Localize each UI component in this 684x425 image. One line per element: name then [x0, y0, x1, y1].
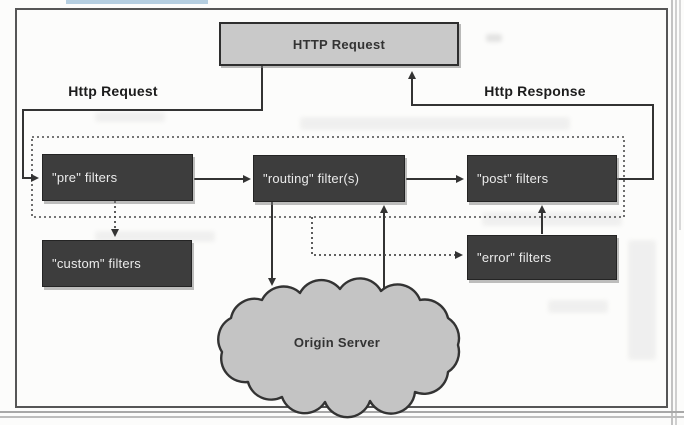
page-edge-line	[679, 0, 681, 230]
pre-filters-label: "pre" filters	[52, 170, 118, 185]
filter-container-dotted-border	[31, 136, 625, 218]
post-filters-node: "post" filters	[467, 155, 617, 202]
edge-request-to-pre	[22, 66, 263, 182]
pre-filters-node: "pre" filters	[42, 154, 193, 201]
origin-server-label: Origin Server	[293, 335, 381, 350]
routing-filters-label: "routing" filter(s)	[263, 171, 360, 186]
error-filters-node: "error" filters	[467, 235, 617, 280]
origin-server-cloud	[217, 277, 461, 419]
routing-filters-node: "routing" filter(s)	[253, 155, 405, 202]
edge-post-to-response	[408, 71, 654, 180]
http-request-flow-label: Http Request	[68, 83, 158, 99]
page-edge-line	[675, 0, 677, 425]
error-filters-label: "error" filters	[477, 250, 552, 265]
http-request-node: HTTP Request	[219, 22, 459, 66]
custom-filters-label: "custom" filters	[52, 256, 142, 271]
post-filters-label: "post" filters	[477, 171, 549, 186]
http-request-label: HTTP Request	[292, 36, 386, 52]
http-response-flow-label: Http Response	[484, 83, 586, 99]
page-edge-line	[671, 0, 673, 425]
custom-filters-node: "custom" filters	[42, 240, 192, 287]
scan-highlight-artifact	[66, 0, 208, 4]
